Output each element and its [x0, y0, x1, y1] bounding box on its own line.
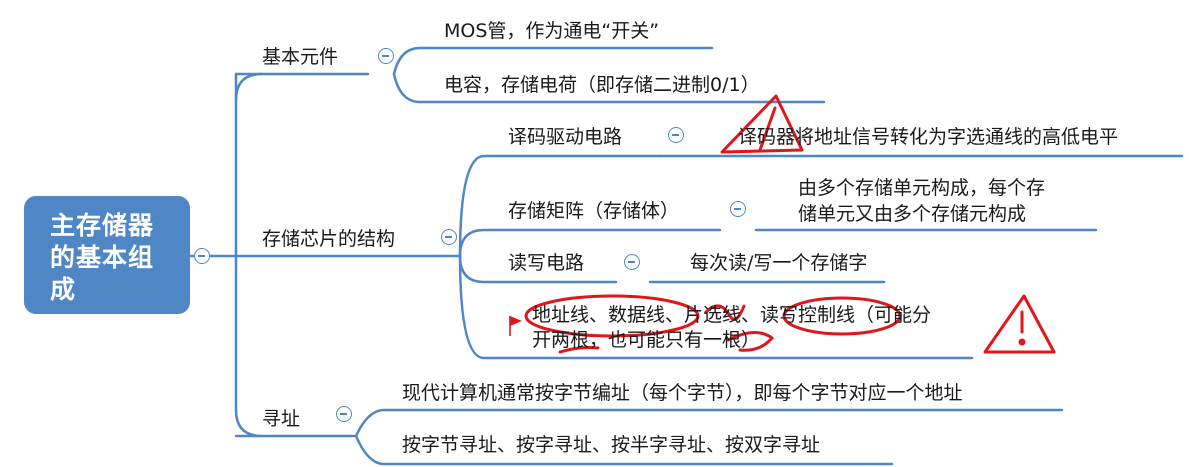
decoder-detail[interactable]: 译码器将地址信号转化为字选通线的高低电平 — [738, 126, 1119, 148]
collapse-toggle-chip[interactable] — [441, 229, 457, 245]
root-label: 主存储器的基本组成 — [50, 211, 155, 304]
branch-addressing-label[interactable]: 寻址 — [262, 408, 301, 430]
chip-child-lines-line1[interactable]: 地址线、数据线、片选线、读写控制线（可能分 — [532, 304, 932, 326]
chip-child-matrix[interactable]: 存储矩阵（存储体） — [508, 200, 680, 222]
addressing-child-modes[interactable]: 按字节寻址、按字寻址、按半字寻址、按双字寻址 — [402, 434, 821, 456]
red-flag-icon — [509, 316, 522, 336]
circle-address-data-lines — [524, 294, 700, 338]
root-node[interactable]: 主存储器的基本组成 — [24, 196, 190, 314]
basic-child-mos[interactable]: MOS管，作为通电“开关” — [444, 20, 660, 42]
matrix-detail-line2[interactable]: 储单元又由多个存储元构成 — [798, 203, 1027, 225]
collapse-toggle-decoder[interactable] — [668, 127, 684, 143]
circle-rw-control-line — [782, 296, 902, 336]
collapse-toggle-addressing[interactable] — [336, 406, 352, 422]
branch-chip-label[interactable]: 存储芯片的结构 — [262, 228, 396, 250]
chip-child-decoder[interactable]: 译码驱动电路 — [508, 126, 623, 148]
collapse-toggle-root[interactable] — [194, 248, 210, 264]
warning-triangle-annotation — [720, 94, 804, 154]
addressing-child-byte[interactable]: 现代计算机通常按字节编址（每个字节），即每个字节对应一个地址 — [402, 382, 963, 404]
rw-detail[interactable]: 每次读/写一个存储字 — [690, 252, 868, 274]
chip-child-rw[interactable]: 读写电路 — [508, 252, 585, 274]
warning-triangle-annotation-2 — [983, 294, 1056, 354]
branch-basic-label[interactable]: 基本元件 — [262, 46, 339, 68]
collapse-toggle-rw[interactable] — [624, 254, 640, 270]
matrix-detail-line1[interactable]: 由多个存储单元构成，每个存 — [798, 177, 1046, 199]
red-annotations — [524, 94, 1056, 354]
basic-child-capacitor[interactable]: 电容，存储电荷（即存储二进制0/1） — [444, 74, 760, 96]
chip-child-lines-line2[interactable]: 开两根，也可能只有一根） — [532, 329, 761, 351]
collapse-toggle-basic[interactable] — [378, 48, 394, 64]
collapse-toggle-matrix[interactable] — [730, 201, 746, 217]
